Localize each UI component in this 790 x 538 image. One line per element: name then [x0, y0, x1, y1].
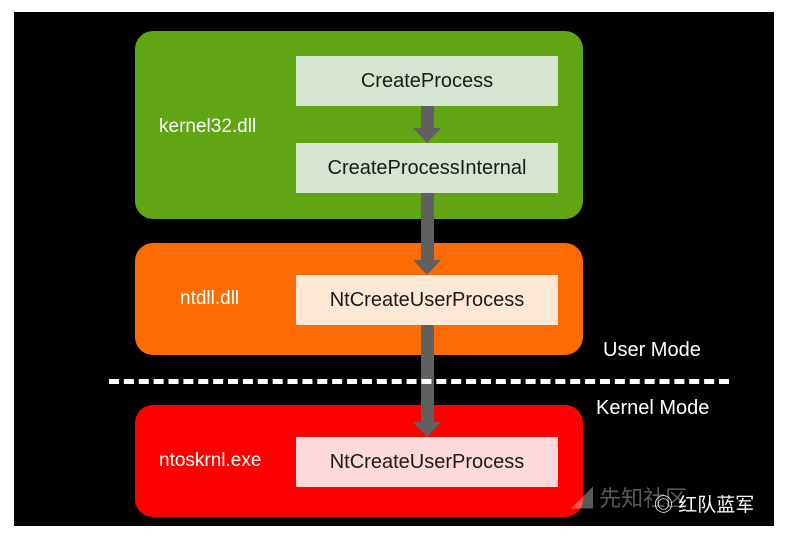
site-watermark-text: 先知社区 [599, 486, 688, 511]
createprocess-box: CreateProcess [296, 56, 558, 106]
ntdll-ntcreateuserprocess-box: NtCreateUserProcess [296, 275, 558, 325]
ntoskrnl-label: ntoskrnl.exe [159, 450, 262, 471]
wechat-icon: ◎ [654, 495, 674, 516]
diagram-canvas: kernel32.dll CreateProcess CreateProcess… [14, 12, 774, 526]
kernel-mode-label: Kernel Mode [596, 397, 710, 419]
account-watermark-text: 红队蓝军 [678, 495, 755, 516]
ntoskrnl-ntcreateuserprocess-box: NtCreateUserProcess [296, 437, 558, 487]
ntdll-label: ntdll.dll [180, 288, 240, 309]
createprocessinternal-box: CreateProcessInternal [296, 143, 558, 193]
mode-boundary-line [109, 379, 729, 384]
kernel32-label: kernel32.dll [159, 116, 257, 137]
user-mode-label: User Mode [603, 339, 701, 361]
site-watermark: ◢ 先知社区 [571, 481, 687, 513]
account-watermark: ◎ 红队蓝军 [654, 490, 754, 517]
watermark-logo-icon: ◢ [571, 486, 594, 511]
